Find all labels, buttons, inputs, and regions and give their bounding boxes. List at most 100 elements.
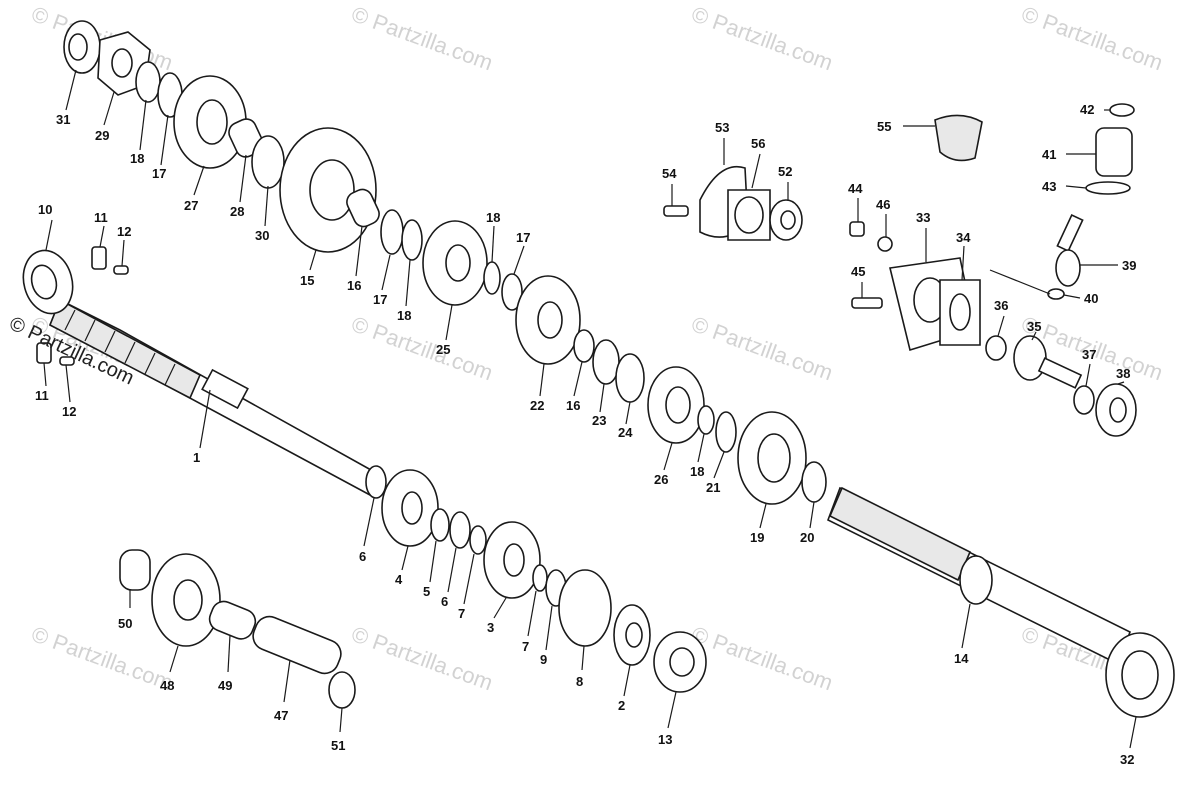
callout-51: 51 <box>331 738 345 753</box>
bolt-54 <box>663 205 689 217</box>
callout-30: 30 <box>255 228 269 243</box>
callout-37: 37 <box>1082 347 1096 362</box>
callout-5: 5 <box>423 584 430 599</box>
countershaft <box>48 298 382 497</box>
bushing-41 <box>1095 127 1133 177</box>
gear-48 <box>151 553 221 647</box>
gear-2 <box>613 604 651 666</box>
callout-27: 27 <box>184 198 198 213</box>
callout-16-upper: 16 <box>347 278 361 293</box>
gear-22 <box>515 275 581 365</box>
callout-43: 43 <box>1042 179 1056 194</box>
circlip-18-lower <box>697 405 715 435</box>
callout-52: 52 <box>778 164 792 179</box>
mainshaft-14 <box>826 486 1132 666</box>
watermark: © Partzilla.com <box>348 1 496 75</box>
watermark: © Partzilla.com <box>348 311 496 385</box>
cap-42 <box>1109 103 1135 117</box>
washer-17-upper <box>380 209 404 255</box>
callout-labels: 31 29 18 17 27 28 30 15 16 17 18 25 18 1… <box>35 102 1136 767</box>
callout-47: 47 <box>274 708 288 723</box>
callout-26: 26 <box>654 472 668 487</box>
seal-52 <box>769 199 803 241</box>
callout-11-top: 11 <box>94 210 108 225</box>
circlip-18-mid <box>483 261 501 295</box>
callout-25: 25 <box>436 342 450 357</box>
part-drawings <box>22 20 1175 718</box>
callout-34: 34 <box>956 230 971 245</box>
callout-15: 15 <box>300 273 314 288</box>
circlip-6-left <box>365 465 387 499</box>
callout-1: 1 <box>193 450 200 465</box>
gear-8 <box>558 569 612 647</box>
callout-14: 14 <box>954 651 969 666</box>
callout-10: 10 <box>38 202 52 217</box>
bolt-44 <box>849 221 865 237</box>
circlip-18-upper <box>401 219 423 261</box>
callout-4: 4 <box>395 572 403 587</box>
callout-18-lower: 18 <box>690 464 704 479</box>
callout-35: 35 <box>1027 319 1041 334</box>
washer-21 <box>715 411 737 453</box>
gear-35 <box>1013 335 1083 389</box>
callout-11-bottom: 11 <box>35 388 49 403</box>
callout-39: 39 <box>1122 258 1136 273</box>
callout-36: 36 <box>994 298 1008 313</box>
washer-23 <box>592 339 620 385</box>
watermark: © Partzilla.com <box>28 621 176 695</box>
callout-8: 8 <box>576 674 583 689</box>
gasket-34 <box>939 279 981 346</box>
callout-53: 53 <box>715 120 729 135</box>
callout-13: 13 <box>658 732 672 747</box>
callout-55: 55 <box>877 119 891 134</box>
callout-50: 50 <box>118 616 132 631</box>
callout-6-right: 6 <box>441 594 448 609</box>
callout-7-left: 7 <box>458 606 465 621</box>
gear-19 <box>737 411 807 505</box>
callout-9: 9 <box>540 652 547 667</box>
washer-51 <box>328 671 356 709</box>
oring-43 <box>1085 181 1131 195</box>
callout-23: 23 <box>592 413 606 428</box>
bushing-16-mid <box>573 329 595 363</box>
bushing-5 <box>430 508 450 542</box>
callout-7-right: 7 <box>522 639 529 654</box>
callout-18-mid: 18 <box>486 210 500 225</box>
bolt-45 <box>851 297 883 309</box>
bolt-12-top <box>113 265 129 275</box>
callout-21: 21 <box>706 480 720 495</box>
leader-lines <box>43 69 1137 749</box>
bearing-32 <box>1105 632 1175 718</box>
callout-19: 19 <box>750 530 764 545</box>
callout-46: 46 <box>876 197 890 212</box>
watermark: © Partzilla.com <box>348 621 496 695</box>
gear-39 <box>1055 213 1084 287</box>
shaft-47 <box>252 615 342 675</box>
callout-16-mid: 16 <box>566 398 580 413</box>
callout-12-bottom: 12 <box>62 404 76 419</box>
washer-40 <box>1047 288 1065 300</box>
callout-3: 3 <box>487 620 494 635</box>
callout-18-top: 18 <box>130 151 144 166</box>
bushing-16-upper <box>346 188 380 228</box>
callout-56: 56 <box>751 136 765 151</box>
spacer-49 <box>208 600 257 640</box>
bolt-12-bottom <box>59 356 75 366</box>
gear-4 <box>381 469 439 547</box>
oring-37 <box>1073 385 1095 415</box>
gear-27 <box>173 75 247 169</box>
callout-28: 28 <box>230 204 244 219</box>
callout-45: 45 <box>851 264 865 279</box>
washer-6-right <box>449 511 471 549</box>
seal-38 <box>1095 383 1137 437</box>
callout-42: 42 <box>1080 102 1094 117</box>
bearing-10 <box>22 249 74 315</box>
callout-32: 32 <box>1120 752 1134 767</box>
gear-25 <box>422 220 488 306</box>
washer-30 <box>251 135 285 189</box>
watermark: © Partzilla.com <box>688 311 836 385</box>
callout-29: 29 <box>95 128 109 143</box>
bushing-50 <box>119 549 151 591</box>
callout-33: 33 <box>916 210 930 225</box>
watermark: © Partzilla.com <box>1018 1 1166 75</box>
